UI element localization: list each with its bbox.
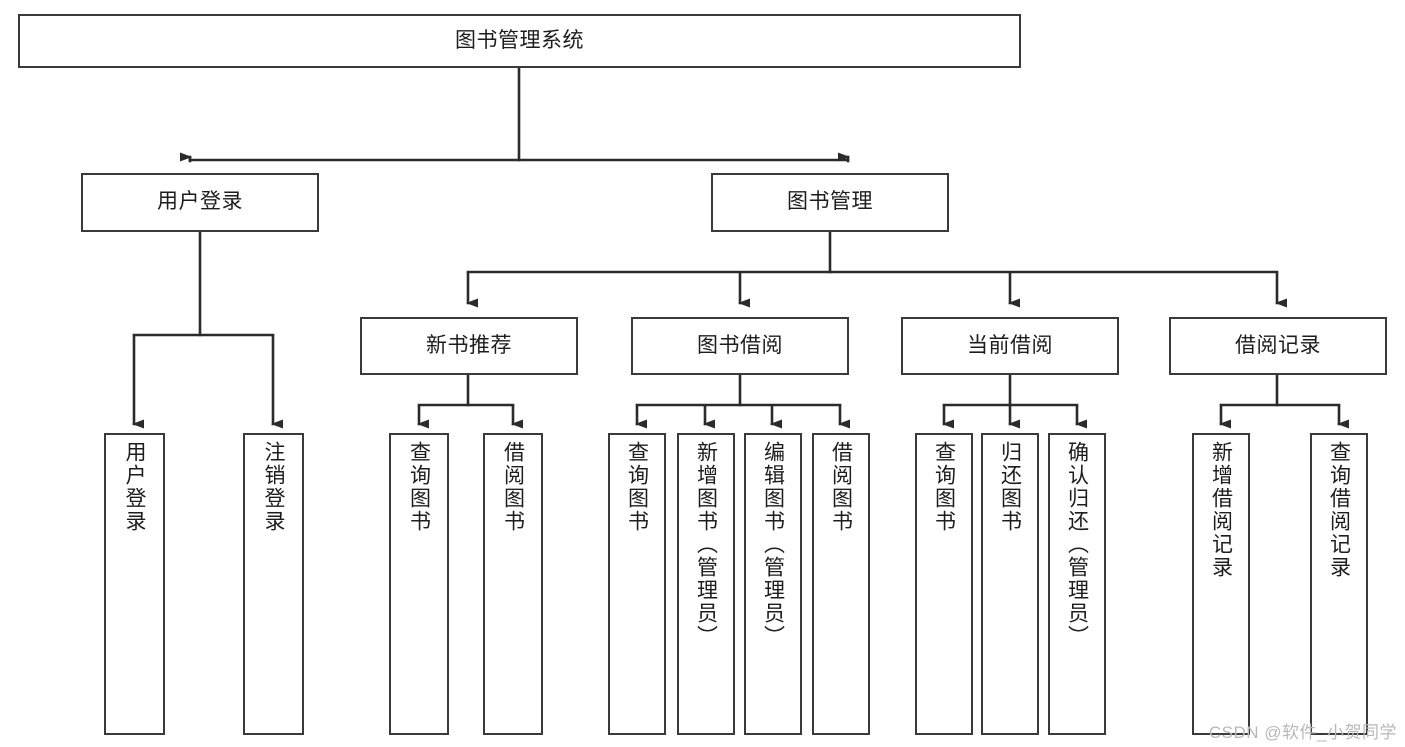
node-leaf-query-book-2[interactable]: 查询图书	[608, 433, 666, 735]
node-leaf-confirm-return-label: 确认归还（管理员）	[1065, 441, 1089, 648]
node-book-manage-label: 图书管理	[787, 190, 873, 214]
node-leaf-logout-label: 注销登录	[262, 441, 285, 533]
node-current-borrow-label: 当前借阅	[967, 333, 1053, 357]
node-leaf-query-record-label: 查询借阅记录	[1327, 441, 1351, 579]
node-leaf-borrow-book-1[interactable]: 借阅图书	[483, 433, 543, 735]
node-leaf-add-book[interactable]: 新增图书（管理员）	[677, 433, 735, 735]
node-leaf-add-record-label: 新增借阅记录	[1209, 441, 1233, 579]
node-leaf-add-record[interactable]: 新增借阅记录	[1192, 433, 1250, 735]
node-root-label: 图书管理系统	[455, 28, 584, 52]
node-book-borrow-label: 图书借阅	[697, 333, 783, 357]
node-leaf-add-book-label: 新增图书（管理员）	[694, 441, 718, 648]
node-root[interactable]: 图书管理系统	[18, 14, 1021, 68]
node-leaf-return-book[interactable]: 归还图书	[981, 433, 1039, 735]
node-leaf-borrow-book-2[interactable]: 借阅图书	[812, 433, 870, 735]
node-borrow-record[interactable]: 借阅记录	[1169, 317, 1387, 375]
node-borrow-record-label: 借阅记录	[1235, 333, 1321, 357]
node-new-book-rec[interactable]: 新书推荐	[360, 317, 578, 375]
node-leaf-edit-book-label: 编辑图书（管理员）	[761, 441, 785, 648]
node-leaf-query-book-3-label: 查询图书	[932, 441, 956, 533]
node-leaf-borrow-book-2-label: 借阅图书	[829, 441, 853, 533]
node-leaf-return-book-label: 归还图书	[998, 441, 1022, 533]
node-leaf-query-record[interactable]: 查询借阅记录	[1310, 433, 1368, 735]
node-book-borrow[interactable]: 图书借阅	[631, 317, 849, 375]
node-user-login[interactable]: 用户登录	[81, 173, 319, 232]
node-leaf-user-login-label: 用户登录	[123, 441, 146, 533]
node-new-book-rec-label: 新书推荐	[426, 333, 512, 357]
watermark: CSDN @软件_小贺同学	[1208, 723, 1397, 742]
node-current-borrow[interactable]: 当前借阅	[901, 317, 1119, 375]
node-leaf-user-login[interactable]: 用户登录	[104, 433, 165, 735]
node-user-login-label: 用户登录	[157, 190, 243, 214]
node-leaf-confirm-return[interactable]: 确认归还（管理员）	[1048, 433, 1106, 735]
node-leaf-logout[interactable]: 注销登录	[243, 433, 304, 735]
node-leaf-query-book-3[interactable]: 查询图书	[915, 433, 973, 735]
node-leaf-query-book-1-label: 查询图书	[407, 441, 431, 533]
node-leaf-query-book-2-label: 查询图书	[625, 441, 649, 533]
node-leaf-edit-book[interactable]: 编辑图书（管理员）	[744, 433, 802, 735]
node-leaf-borrow-book-1-label: 借阅图书	[501, 441, 525, 533]
node-book-manage[interactable]: 图书管理	[711, 173, 949, 232]
node-leaf-query-book-1[interactable]: 查询图书	[389, 433, 449, 735]
